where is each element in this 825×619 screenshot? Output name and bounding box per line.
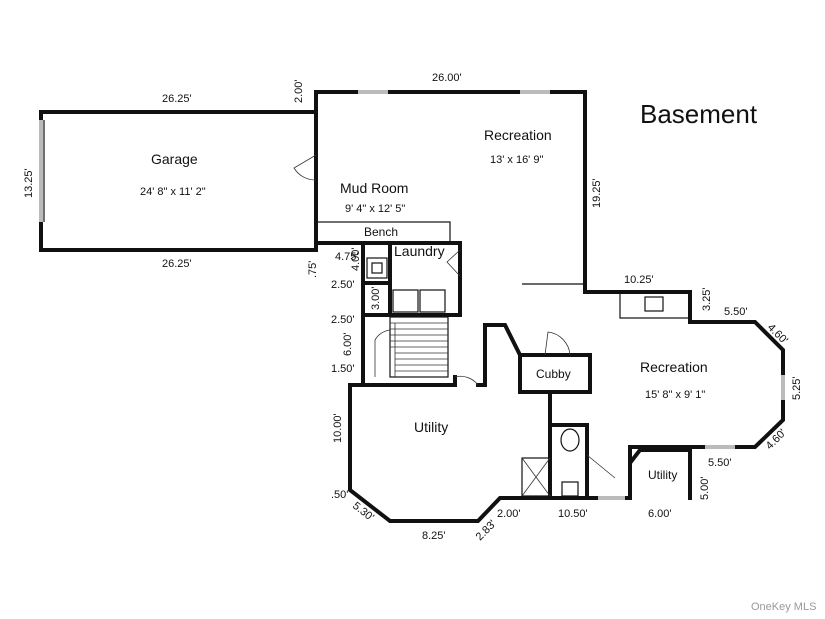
bathroom xyxy=(521,423,616,500)
dim-8-25: 8.25' xyxy=(422,530,446,542)
dim-2-50-a: 2.50' xyxy=(331,279,355,291)
cubby-label: Cubby xyxy=(536,367,571,381)
dim-5-00: 5.00' xyxy=(699,476,711,500)
laundry-label: Laundry xyxy=(394,243,445,259)
garage-label: Garage xyxy=(151,151,198,167)
utility-closet xyxy=(628,448,692,500)
recreation-1-label: Recreation xyxy=(484,127,552,143)
dim-3-25: 3.25' xyxy=(701,287,713,311)
dim-garage-left: 13.25' xyxy=(23,168,35,198)
laundry-room xyxy=(361,241,462,317)
dim-2-00-b: 2.00' xyxy=(497,508,521,520)
recreation-2-label: Recreation xyxy=(640,359,708,375)
recreation-2-size: 15' 8" x 9' 1" xyxy=(645,389,705,401)
garage-door xyxy=(293,154,317,181)
dim-2-50-b: 2.50' xyxy=(331,314,355,326)
dim-10-50: 10.50' xyxy=(558,508,588,520)
dim-notch-top: 2.00' xyxy=(293,79,305,103)
bench-label: Bench xyxy=(364,225,398,239)
dim-rec-top: 26.00' xyxy=(432,72,462,84)
dim-5-25: 5.25' xyxy=(791,376,803,400)
dim-3-00: 3.00' xyxy=(370,286,382,310)
utility-2-label: Utility xyxy=(648,468,677,482)
counter xyxy=(619,291,691,319)
garage-room xyxy=(39,110,318,252)
plan-title: Basement xyxy=(640,99,758,129)
garage-size: 24' 8" x 11' 2" xyxy=(140,186,206,198)
utility-1-label: Utility xyxy=(414,419,448,435)
dim-rec-right: 19.25' xyxy=(591,178,603,208)
dim-4-75: 4.75' xyxy=(335,251,359,263)
dim-garage-bottom: 26.25' xyxy=(162,258,192,270)
mud-room-label: Mud Room xyxy=(340,180,408,196)
recreation-1-size: 13' x 16' 9" xyxy=(490,154,543,166)
dim-5-50-b: 5.50' xyxy=(708,457,732,469)
dim-garage-top: 26.25' xyxy=(162,93,192,105)
interior-walls xyxy=(348,283,592,500)
dim-6-00-v: 6.00' xyxy=(342,332,354,356)
mud-room-size: 9' 4" x 12' 5" xyxy=(345,203,405,215)
credit-watermark: OneKey MLS xyxy=(751,601,816,613)
dim-0-50: .50' xyxy=(331,489,348,501)
dim-4-60-b: 4.60' xyxy=(764,427,789,452)
staircase xyxy=(374,316,449,378)
dim-10-25: 10.25' xyxy=(624,274,654,286)
dim-10-00: 10.00' xyxy=(332,413,344,443)
dim-0-75: .75' xyxy=(307,261,319,278)
dim-4-00: 4.00' xyxy=(350,247,362,271)
dim-5-50-a: 5.50' xyxy=(724,306,748,318)
bench: Bench xyxy=(315,221,451,243)
dim-6-00-h: 6.00' xyxy=(648,508,672,520)
dim-1-50: 1.50' xyxy=(331,363,355,375)
dim-5-30: 5.30' xyxy=(350,500,376,524)
